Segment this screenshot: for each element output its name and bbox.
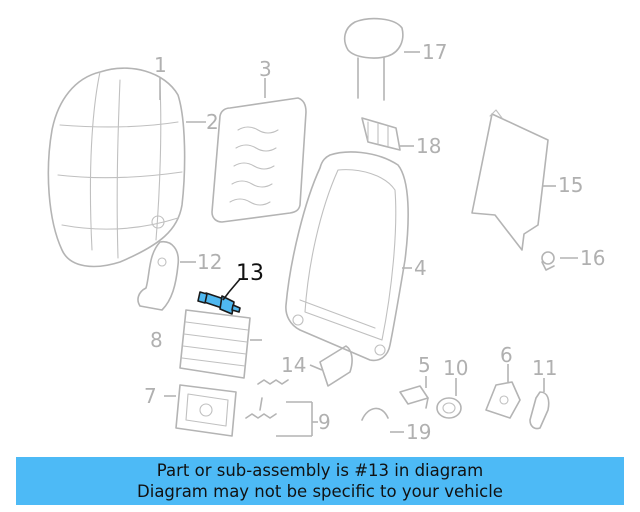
part-2-seat-back-cover[interactable] xyxy=(47,67,186,268)
callout-5: 5 xyxy=(418,353,431,377)
part-12-side-bracket[interactable] xyxy=(137,240,180,311)
callout-10: 10 xyxy=(443,356,468,380)
part-7-lumbar-mechanism[interactable] xyxy=(175,384,237,437)
callout-3: 3 xyxy=(259,57,272,81)
banner-line-2: Diagram may not be specific to your vehi… xyxy=(137,482,503,501)
callout-17: 17 xyxy=(422,40,447,64)
callout-6: 6 xyxy=(500,343,513,367)
leader-lines xyxy=(159,51,578,437)
callout-9: 9 xyxy=(318,410,331,434)
callout-1: 1 xyxy=(154,53,167,77)
part-9-springs[interactable] xyxy=(245,379,289,419)
part-6-bracket[interactable] xyxy=(485,381,521,419)
part-3-backrest-pad[interactable] xyxy=(211,97,307,223)
callout-18: 18 xyxy=(416,134,441,158)
part-11-cover[interactable] xyxy=(529,391,550,430)
part-17-headrest[interactable] xyxy=(343,17,404,101)
callout-7: 7 xyxy=(144,384,157,408)
callout-4: 4 xyxy=(414,256,427,280)
part-14-bracket[interactable] xyxy=(319,345,353,387)
callout-12: 12 xyxy=(197,250,222,274)
part-16-clip[interactable] xyxy=(541,251,555,271)
callout-13: 13 xyxy=(236,261,264,286)
part-18-guide-bracket[interactable] xyxy=(361,117,401,151)
callout-19: 19 xyxy=(406,420,431,444)
part-13-bolt[interactable] xyxy=(197,278,241,315)
parts-diagram: 1 2 3 4 5 6 7 8 9 10 11 12 13 14 15 16 1… xyxy=(47,17,605,444)
info-banner: Part or sub-assembly is #13 in diagram D… xyxy=(16,457,624,505)
callout-2: 2 xyxy=(206,110,219,134)
callout-8: 8 xyxy=(150,328,163,352)
part-4-seat-back-frame[interactable] xyxy=(285,151,409,362)
part-15-back-board[interactable] xyxy=(471,109,549,251)
part-10-nut[interactable] xyxy=(436,397,462,419)
callout-15: 15 xyxy=(558,173,583,197)
part-8-lumbar-support[interactable] xyxy=(179,309,251,379)
banner-line-1: Part or sub-assembly is #13 in diagram xyxy=(156,461,484,480)
part-19-wire-clip[interactable] xyxy=(361,407,389,421)
callout-11: 11 xyxy=(532,356,557,380)
callout-14: 14 xyxy=(281,353,306,377)
part-5-bolt[interactable] xyxy=(399,385,429,409)
callout-16: 16 xyxy=(580,246,605,270)
